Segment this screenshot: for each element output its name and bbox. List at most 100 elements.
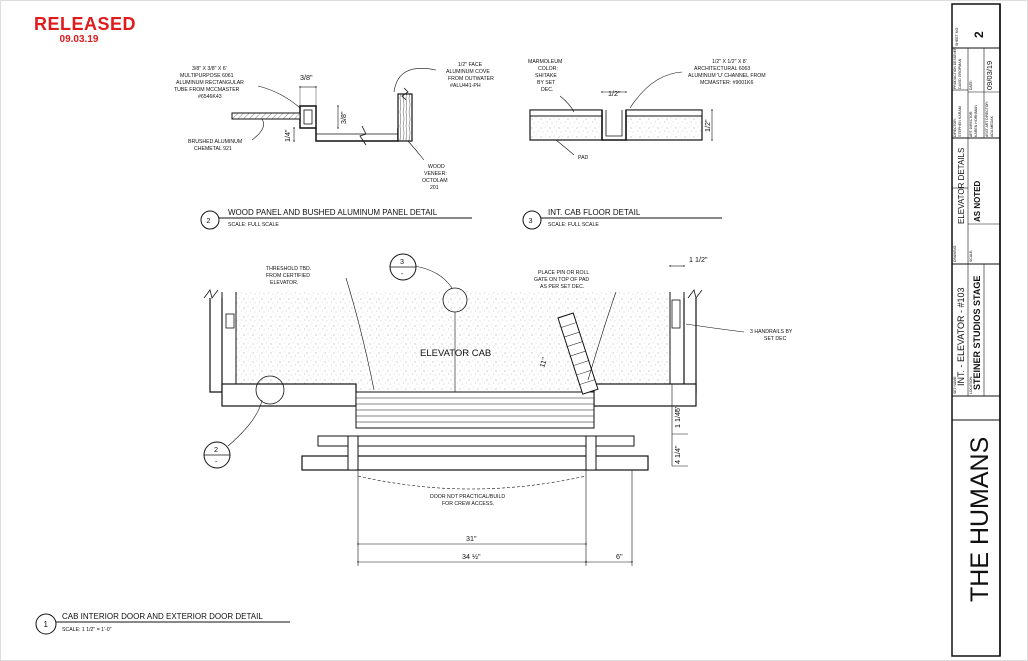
detail-2-bubble <box>200 210 220 230</box>
drawing-scale: AS NOTED <box>973 180 982 222</box>
detail-1-plan <box>203 265 745 566</box>
svg-text:3 HANDRAILS BY: 3 HANDRAILS BY <box>750 329 793 335</box>
svg-text:3/8" X 3/8" X 6': 3/8" X 3/8" X 6' <box>192 66 227 72</box>
dim-31-inch: 31" <box>466 534 477 543</box>
art-director-name: KAREN HORNMAN <box>974 105 978 137</box>
svg-text:-: - <box>401 269 404 278</box>
detail-3-note-marmoleum: MARMOLEUM COLOR: SHITAKE BY SET DEC. <box>528 59 562 93</box>
detail-2-drawing: 3/8" 3/8" 1/4" <box>231 68 437 161</box>
detail-1-bubble <box>35 613 57 635</box>
detail-1-title: CAB INTERIOR DOOR AND EXTERIOR DOOR DETA… <box>62 612 263 621</box>
detail-2-title-block: 2 WOOD PANEL AND BUSHED ALUMINUM PANEL D… <box>200 208 472 230</box>
svg-text:-: - <box>215 457 218 466</box>
wood-veneer-panel <box>397 93 413 142</box>
dim-34-half-inch: 34 ½" <box>462 552 481 561</box>
svg-text:DEC.: DEC. <box>541 87 553 93</box>
detail-3-title-block: 3 INT. CAB FLOOR DETAIL SCALE: FULL SCAL… <box>522 208 722 230</box>
location-name: STEINER STUDIOS STAGE <box>972 276 982 390</box>
stamp-date: 09.03.19 <box>59 34 99 45</box>
dim-6-inch-bottom: 6" <box>616 552 623 561</box>
detail-3-note-pad: PAD <box>578 155 589 161</box>
date-label: DATE: <box>969 80 973 90</box>
svg-text:201: 201 <box>430 185 439 191</box>
detail-2-scale: SCALE: FULL SCALE <box>228 222 279 228</box>
detail-3-note-channel: 1/2" X 1/2" X 8' ARCHITECTURAL 6063 ALUM… <box>688 59 766 86</box>
dim-tube-width: 3/8" <box>300 73 313 82</box>
svg-text:ALUMINUM 'U' CHANNEL FROM: ALUMINUM 'U' CHANNEL FROM <box>688 73 766 79</box>
svg-text:#ALU441-PH: #ALU441-PH <box>450 83 481 89</box>
svg-text:ALUMINUM COVE: ALUMINUM COVE <box>446 69 490 75</box>
art-director-label: ART DIRECTOR: <box>969 111 973 137</box>
designer-name: DAVID GROPMAN <box>958 58 962 89</box>
detail-2-note-brushed: BRUSHED ALUMINUM CHEMETAL 921 <box>188 139 242 152</box>
svg-text:ELEVATOR.: ELEVATOR. <box>270 280 298 286</box>
title-block <box>951 3 1001 657</box>
door-swing-arc <box>357 475 587 490</box>
elevator-cab-label: ELEVATOR CAB <box>420 348 491 359</box>
svg-text:SET DEC: SET DEC <box>764 336 787 342</box>
detail-1-title-block: 1 CAB INTERIOR DOOR AND EXTERIOR DOOR DE… <box>35 612 290 635</box>
detail-3-number: 3 <box>529 216 533 225</box>
svg-text:FROM CERTIFIED: FROM CERTIFIED <box>266 273 310 279</box>
svg-text:FROM OUTWATER: FROM OUTWATER <box>448 76 494 82</box>
detail-1-scale: SCALE: 1 1/2" = 1'-0" <box>62 627 112 633</box>
svg-text:BY SET: BY SET <box>537 80 556 86</box>
svg-text:ALUMINUM RECTANGULAR: ALUMINUM RECTANGULAR <box>176 80 244 86</box>
svg-text:ARCHITECTURAL 6063: ARCHITECTURAL 6063 <box>694 66 750 72</box>
scale-label: SCALE: <box>969 250 973 262</box>
detail-2-title: WOOD PANEL AND BUSHED ALUMINUM PANEL DET… <box>228 208 438 217</box>
sheet-number: 2 <box>972 31 986 38</box>
svg-text:MCMASTER: #9001K6: MCMASTER: #9001K6 <box>700 80 753 86</box>
svg-text:SHITAKE: SHITAKE <box>535 73 557 79</box>
project-title: THE HUMANS <box>966 437 994 602</box>
svg-text:COLOR:: COLOR: <box>538 66 558 72</box>
svg-text:FOR CREW ACCESS.: FOR CREW ACCESS. <box>442 501 494 507</box>
cab-left-wall <box>209 298 223 393</box>
dim-1-quarter: 1 1/4" <box>673 409 682 428</box>
director-label: DIRECTOR: <box>953 118 957 137</box>
cab-right-wall <box>683 298 697 393</box>
designer-label: PRODUCTION DESIGNER: <box>953 47 957 89</box>
detail-3-bubble <box>522 210 542 230</box>
set-name: INT. - ELEVATOR - #103 <box>956 287 966 386</box>
svg-text:3: 3 <box>400 257 404 266</box>
dim-handrail-offset: 1 1/2" <box>689 255 708 264</box>
sheet-no-label: SHEET NO. <box>955 27 959 46</box>
dim-tube-height: 3/8" <box>339 111 348 124</box>
interior-sill <box>317 435 635 447</box>
exterior-door-frame <box>301 455 649 471</box>
detail-callout-circle-2 <box>255 375 285 405</box>
brushed-aluminum-bar <box>231 112 301 120</box>
svg-text:MULTIPURPOSE 6061: MULTIPURPOSE 6061 <box>180 73 234 79</box>
svg-text:GATE ON TOP OF PAD: GATE ON TOP OF PAD <box>534 277 589 283</box>
director-name: STEPHEN KARAM <box>958 106 962 137</box>
released-stamp: RELEASED 09.03.19 <box>34 14 136 46</box>
svg-text:BRUSHED ALUMINUM: BRUSHED ALUMINUM <box>188 139 242 145</box>
dim-channel-depth: 1/4" <box>283 129 292 142</box>
svg-text:DOOR NOT PRACTICAL/BUILD: DOOR NOT PRACTICAL/BUILD <box>430 494 505 500</box>
detail-3-scale: SCALE: FULL SCALE <box>548 222 599 228</box>
svg-text:PLACE PIN OR ROLL: PLACE PIN OR ROLL <box>538 270 589 276</box>
detail-1-note-handrails: 3 HANDRAILS BY SET DEC <box>750 329 793 342</box>
detail-3-title: INT. CAB FLOOR DETAIL <box>548 208 641 217</box>
drawing-name: ELEVATOR DETAILS <box>957 148 966 224</box>
dim-6-inch: 6" <box>673 405 682 412</box>
svg-text:TUBE FROM MCCMASTER: TUBE FROM MCCMASTER <box>174 87 240 93</box>
asst-art-director-name: ADA MEDAK <box>990 115 994 137</box>
threshold-plates <box>355 391 595 429</box>
dim-channel-side: 1/2" <box>703 119 712 132</box>
u-channel <box>601 110 627 141</box>
svg-text:AS PER SET DEC.: AS PER SET DEC. <box>540 284 584 290</box>
location-label: LOCATION: <box>969 376 973 394</box>
svg-text:THRESHOLD TBD.: THRESHOLD TBD. <box>266 266 311 272</box>
svg-text:WOOD: WOOD <box>428 164 445 170</box>
detail-3-drawing: 1/2" 1/2" <box>529 71 713 156</box>
detail-1-note-door: DOOR NOT PRACTICAL/BUILD FOR CREW ACCESS… <box>430 494 505 507</box>
svg-text:1/2" FACE: 1/2" FACE <box>458 62 483 68</box>
drawing-label: DRAWING: <box>953 245 957 262</box>
set-name-label: SET NAME: <box>953 376 957 394</box>
detail-1-number: 1 <box>44 620 49 629</box>
detail-2-note-cove: 1/2" FACE ALUMINUM COVE FROM OUTWATER #A… <box>446 62 494 89</box>
asst-art-director-label: ASST ART DIRECTOR: <box>985 101 989 137</box>
